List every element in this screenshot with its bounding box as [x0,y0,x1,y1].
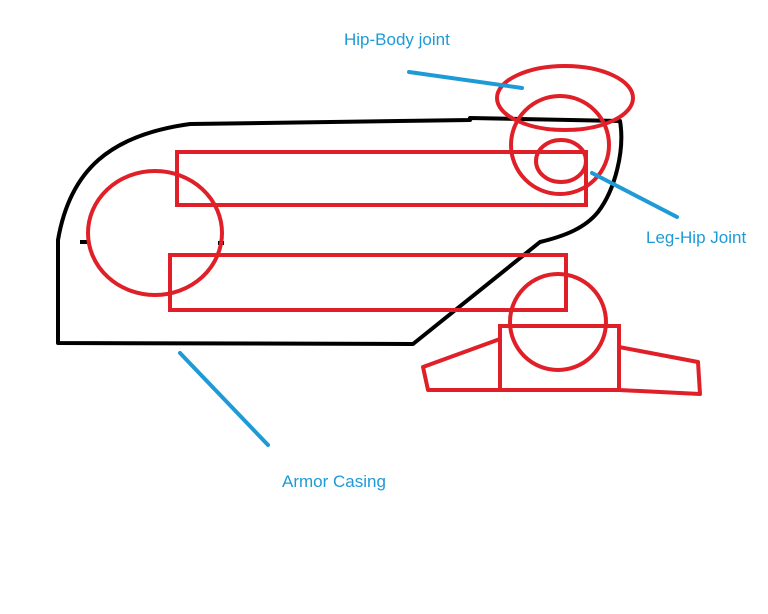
hip-body-joint [495,64,635,132]
leg-hip-joint-outer [509,94,611,196]
label-armor-casing: Armor Casing [282,472,386,491]
foot-joint [508,272,608,372]
label-hip-body-joint: Hip-Body joint [344,30,450,49]
armor-casing-outline [56,116,624,346]
callout-hip-body [407,70,524,90]
lower-rod [168,253,568,312]
callout-armor [178,351,270,447]
rear-joint [86,169,224,297]
label-leg-hip-joint: Leg-Hip Joint [646,228,747,247]
callout-leg-hip [590,171,679,219]
foot-block [498,324,621,392]
leg-hip-joint-inner [534,138,588,184]
foot-right-wing [618,345,702,396]
upper-rod [175,150,588,207]
foot-left-wing [421,337,501,392]
